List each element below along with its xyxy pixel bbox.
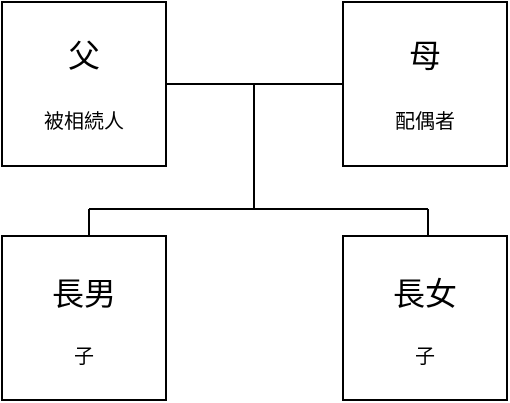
- father-name: 父: [67, 37, 100, 75]
- eldest-son-role: 子: [74, 344, 94, 368]
- mother-box: 母 配偶者: [342, 1, 508, 167]
- mother-role: 配偶者: [395, 109, 455, 133]
- eldest-son-box: 長男 子: [1, 235, 167, 401]
- father-box: 父 被相続人: [1, 1, 167, 167]
- eldest-son-name: 長男: [51, 275, 116, 313]
- father-role: 被相続人: [44, 109, 124, 133]
- eldest-daughter-role: 子: [415, 344, 435, 368]
- eldest-daughter-name: 長女: [392, 275, 457, 313]
- mother-name: 母: [408, 37, 441, 75]
- eldest-daughter-box: 長女 子: [342, 235, 508, 401]
